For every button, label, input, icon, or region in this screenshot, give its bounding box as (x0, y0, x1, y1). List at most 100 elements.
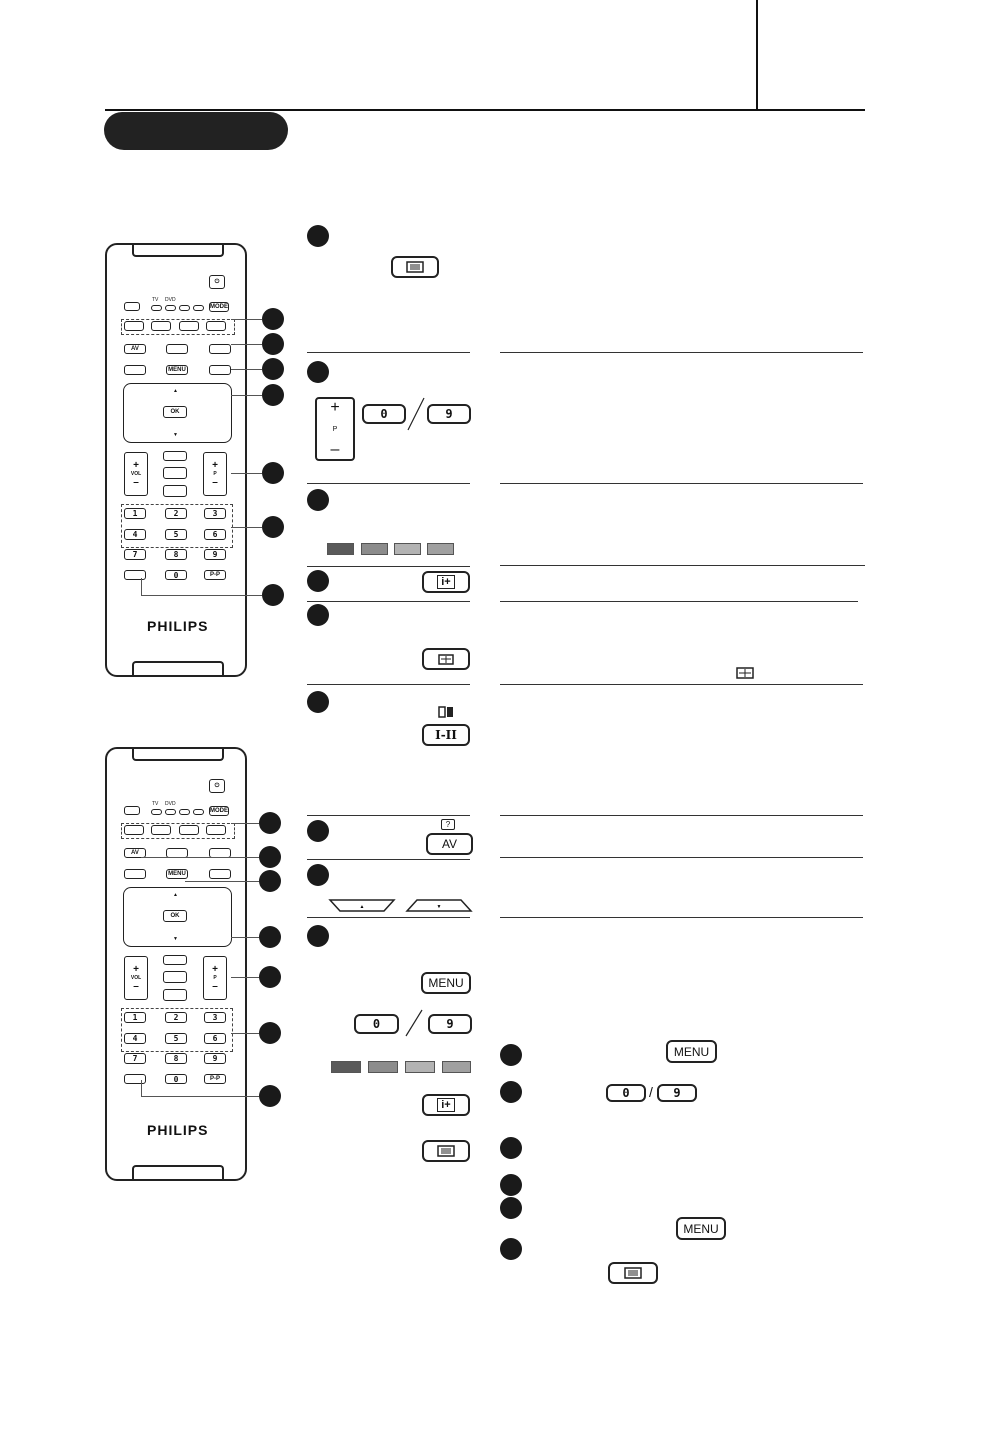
mute-button[interactable] (163, 955, 187, 965)
separator (307, 684, 470, 685)
teletext-mix-button[interactable] (124, 365, 146, 375)
key-2[interactable]: 2 (165, 1012, 187, 1023)
step-bullet (307, 925, 329, 947)
aux1-button[interactable] (179, 305, 190, 311)
info-button[interactable] (124, 570, 146, 580)
separator (500, 684, 863, 685)
up-arrow-icon[interactable]: ▲ (173, 892, 178, 898)
step-bullet (307, 604, 329, 626)
down-arrow-icon[interactable]: ▼ (173, 936, 178, 942)
step-bullet (500, 1137, 522, 1159)
stop-button[interactable] (151, 825, 171, 835)
dual-button[interactable] (209, 344, 231, 354)
tv-button[interactable] (151, 809, 162, 815)
source-button[interactable] (124, 806, 140, 815)
dvd-label: DVD (165, 801, 176, 807)
slash-text: / (649, 1084, 653, 1100)
key-1[interactable]: 1 (124, 1012, 146, 1023)
av-button[interactable]: AV (124, 344, 146, 354)
key-7[interactable]: 7 (124, 549, 146, 560)
play-button[interactable] (179, 825, 199, 835)
power-button[interactable]: ⏻ (209, 779, 225, 793)
mute-button[interactable] (163, 451, 187, 461)
key-9[interactable]: 9 (204, 549, 226, 560)
key-8[interactable]: 8 (165, 549, 187, 560)
leader (231, 319, 262, 320)
key-nine-2: 9 (428, 1014, 472, 1034)
help-icon: ? (441, 819, 455, 830)
av-key: AV (426, 833, 473, 855)
play-button[interactable] (179, 321, 199, 331)
brand-logo: PHILIPS (147, 618, 209, 634)
vol-plus-icon: + (133, 964, 139, 975)
vol-label: VOL (130, 975, 142, 981)
menu-button[interactable]: MENU (166, 365, 188, 375)
source-button[interactable] (124, 302, 140, 311)
yellow-key (394, 543, 421, 555)
p-small-label: P (332, 425, 338, 433)
vol-rocker[interactable]: +VOL– (124, 956, 148, 1000)
key-1[interactable]: 1 (124, 508, 146, 519)
callout-7 (262, 584, 284, 606)
rewind-button[interactable] (124, 321, 144, 331)
separator (500, 352, 863, 353)
rewind-button[interactable] (124, 825, 144, 835)
ok-button[interactable]: OK (163, 910, 187, 922)
red-key-2 (331, 1061, 361, 1073)
teletext-button[interactable] (209, 869, 231, 879)
mode-button[interactable]: MODE (209, 302, 229, 312)
dvd-label: DVD (165, 297, 176, 303)
sound-button[interactable] (163, 971, 187, 983)
leader (231, 977, 259, 978)
numpad-group (121, 504, 233, 548)
up-arrow-glyph: ▲ (360, 904, 365, 910)
teletext-mix-button[interactable] (124, 869, 146, 879)
step-bullet (307, 570, 329, 592)
dvd-button[interactable] (165, 305, 176, 311)
teletext-button[interactable] (209, 365, 231, 375)
forward-button[interactable] (206, 825, 226, 835)
key-9[interactable]: 9 (204, 1053, 226, 1064)
surround-button[interactable] (163, 989, 187, 1001)
stop-button[interactable] (151, 321, 171, 331)
key-4[interactable]: 4 (124, 529, 146, 540)
aux2-button[interactable] (193, 305, 204, 311)
key-7[interactable]: 7 (124, 1053, 146, 1064)
aux2-button[interactable] (193, 809, 204, 815)
ok-button[interactable]: OK (163, 406, 187, 418)
program-rocker[interactable]: +P– (203, 956, 227, 1000)
callout-7 (259, 1085, 281, 1107)
format-button[interactable] (166, 344, 188, 354)
key-4[interactable]: 4 (124, 1033, 146, 1044)
surround-button[interactable] (163, 485, 187, 497)
key-6[interactable]: 6 (204, 1033, 226, 1044)
vol-rocker[interactable]: +VOL– (124, 452, 148, 496)
remote-top-cap (132, 243, 224, 257)
key-3[interactable]: 3 (204, 1012, 226, 1023)
program-rocker[interactable]: +P– (203, 452, 227, 496)
tv-button[interactable] (151, 305, 162, 311)
key-8[interactable]: 8 (165, 1053, 187, 1064)
mode-button[interactable]: MODE (209, 806, 229, 816)
p-label: P (213, 471, 217, 477)
av-button[interactable]: AV (124, 848, 146, 858)
key-0[interactable]: 0 (165, 570, 187, 580)
power-button[interactable]: ⏻ (209, 275, 225, 289)
key-5[interactable]: 5 (165, 529, 187, 540)
info-button[interactable] (124, 1074, 146, 1084)
menu-button[interactable]: MENU (166, 869, 188, 879)
key-0[interactable]: 0 (165, 1074, 187, 1084)
key-5[interactable]: 5 (165, 1033, 187, 1044)
dvd-button[interactable] (165, 809, 176, 815)
key-3[interactable]: 3 (204, 508, 226, 519)
key-2[interactable]: 2 (165, 508, 187, 519)
sound-button[interactable] (163, 467, 187, 479)
key-6[interactable]: 6 (204, 529, 226, 540)
separator (500, 601, 858, 602)
pp-button[interactable]: P-P (204, 570, 226, 580)
forward-button[interactable] (206, 321, 226, 331)
down-arrow-icon[interactable]: ▼ (173, 432, 178, 438)
up-arrow-icon[interactable]: ▲ (173, 388, 178, 394)
aux1-button[interactable] (179, 809, 190, 815)
pp-button[interactable]: P-P (204, 1074, 226, 1084)
